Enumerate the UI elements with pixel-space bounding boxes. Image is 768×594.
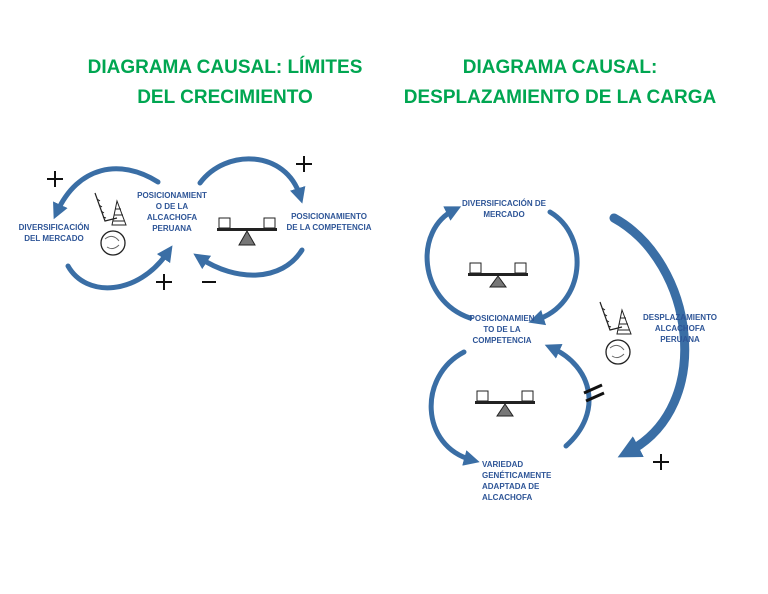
right-title-line1: DIAGRAMA CAUSAL: (462, 57, 658, 78)
left-arrow-bottom-right (193, 247, 305, 278)
left-arrow-top-left (53, 166, 161, 220)
left-arrow-bottom-left (65, 245, 173, 291)
left-plus-top-left-icon (47, 171, 63, 187)
node-posicionamiento-alcachofa: POSICIONAMIENT O DE LA ALCACHOFA PERUANA (137, 191, 207, 233)
left-title-line1: DIAGRAMA CAUSAL: LÍMITES (87, 57, 363, 78)
left-plus-top-right-icon (296, 156, 312, 172)
delay-mark-icon (583, 383, 605, 403)
node-diversificacion-de-mercado: DIVERSIFICACIÓN DE MERCADO (461, 199, 546, 219)
left-loop-arrows (53, 156, 306, 291)
left-title: DIAGRAMA CAUSAL: LÍMITES DEL CRECIMIENTO (70, 53, 380, 113)
right-arrow-lower-left (428, 349, 480, 466)
node-posicionamiento-competencia: POSICIONAMIENTO DE LA COMPETENCIA (286, 212, 372, 232)
left-arrow-top-right (197, 156, 306, 204)
balance-icon (468, 262, 528, 288)
snowball-icon (94, 192, 127, 256)
right-arrow-upper-right (528, 209, 580, 326)
right-arrow-shift-burden (609, 213, 690, 458)
node-posicionamiento-competencia-right: POSICIONAMIEN TO DE LA COMPETENCIA (469, 314, 535, 345)
right-title: DIAGRAMA CAUSAL: DESPLAZAMIENTO DE LA CA… (395, 53, 725, 113)
node-diversificacion-mercado: DIVERSIFICACIÓN DEL MERCADO (18, 223, 90, 243)
left-plus-bottom-icon (156, 274, 172, 290)
snowball-icon (599, 301, 632, 365)
node-variedad-alcachofa: VARIEDAD GENÉTICAMENTE ADAPTADA DE ALCAC… (482, 460, 552, 502)
right-arrow-lower-right (544, 343, 592, 449)
balance-icon (217, 217, 277, 246)
right-title-line2: DESPLAZAMIENTO DE LA CARGA (403, 87, 717, 108)
right-arrow-upper-left (424, 206, 473, 321)
left-title-line2: DEL CRECIMIENTO (137, 87, 313, 108)
balance-icon (475, 390, 535, 417)
node-desplazamiento-alcachofa: DESPLAZAMIENTO ALCACHOFA PERUANA (642, 313, 718, 344)
right-plus-bottom-icon (653, 454, 669, 470)
